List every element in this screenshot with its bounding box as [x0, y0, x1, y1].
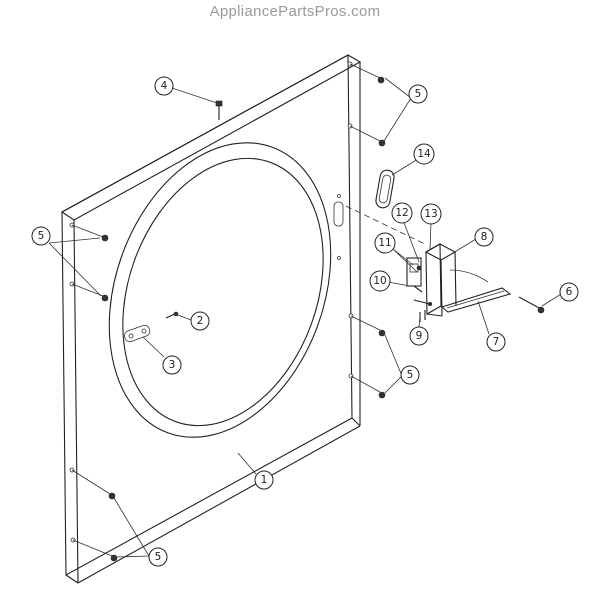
callout-6: 6	[559, 282, 579, 302]
callout-9-label: 9	[416, 330, 423, 342]
callout-3: 3	[162, 355, 182, 375]
callout-8-label: 8	[481, 231, 488, 243]
part-4-pin	[215, 100, 223, 120]
door-strike-parts	[124, 311, 179, 343]
callout-5-top-right: 5	[408, 84, 428, 104]
callout-5-left: 5	[31, 226, 51, 246]
latch-pad-part-14	[375, 169, 395, 209]
callout-5-label: 5	[407, 369, 414, 381]
callout-13-label: 13	[424, 208, 437, 220]
callout-11-label: 11	[378, 237, 391, 249]
callout-8: 8	[474, 227, 494, 247]
screws-part-5	[71, 63, 386, 562]
callout-7: 7	[486, 332, 506, 352]
callout-4-label: 4	[161, 80, 168, 92]
callout-14-label: 14	[417, 148, 431, 160]
screw-part-6	[518, 296, 545, 314]
callout-5-label: 5	[155, 551, 162, 563]
callout-13: 13	[420, 203, 442, 225]
assembly-dashed-line	[345, 205, 428, 246]
callout-5-label: 5	[38, 230, 45, 242]
callout-5-label: 5	[415, 88, 422, 100]
callout-2: 2	[190, 311, 210, 331]
callout-12-label: 12	[395, 207, 408, 219]
callout-10: 10	[369, 270, 391, 292]
callout-5-mid-right: 5	[400, 365, 420, 385]
callout-7-label: 7	[493, 336, 500, 348]
callout-2-label: 2	[197, 315, 204, 327]
callout-3-label: 3	[169, 359, 176, 371]
front-panel	[60, 54, 362, 584]
callout-10-label: 10	[373, 275, 386, 287]
callout-6-label: 6	[566, 286, 573, 298]
callout-1: 1	[254, 470, 274, 490]
callout-14: 14	[413, 143, 435, 165]
callout-4: 4	[154, 76, 174, 96]
callout-9: 9	[409, 326, 429, 346]
callout-5-bottom: 5	[148, 547, 168, 567]
switch-bracket-assembly	[406, 243, 512, 322]
leader-lines	[48, 77, 562, 558]
callout-11: 11	[374, 232, 396, 254]
callout-12: 12	[391, 202, 413, 224]
site-watermark: AppliancePartsPros.com	[209, 3, 381, 20]
callout-1-label: 1	[261, 474, 268, 486]
